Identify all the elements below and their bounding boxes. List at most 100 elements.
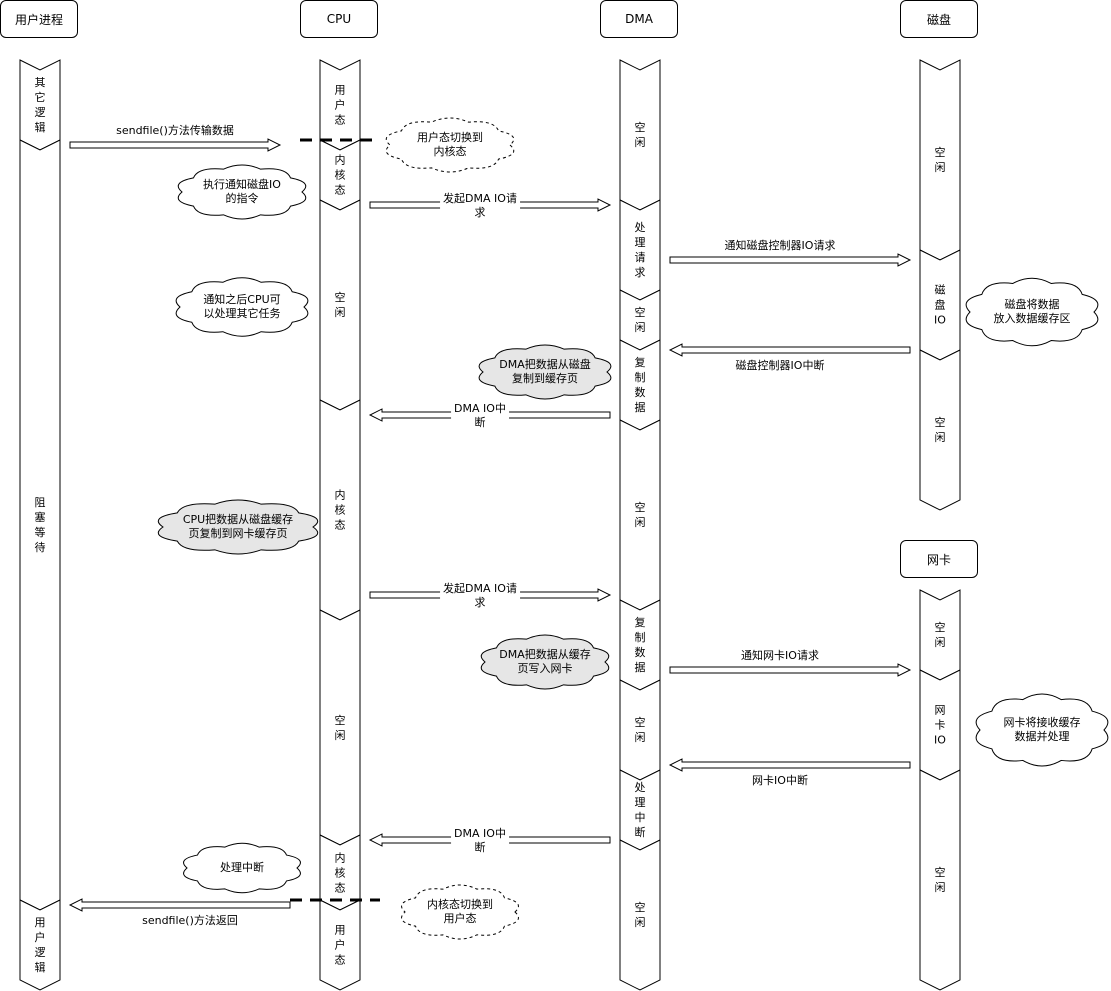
- message-arrow: [668, 343, 911, 357]
- cloud-note-text: 网卡将接收缓存数据并处理: [1004, 716, 1081, 744]
- segment-label-char: 理: [634, 236, 646, 249]
- arrow-label-line: 通知磁盘控制器IO请求: [724, 239, 836, 252]
- segment-label-char: 阻: [34, 496, 46, 509]
- segment-label-char: 闲: [934, 636, 946, 649]
- lane-header-disk: 磁盘: [900, 0, 978, 38]
- segment-label: 空闲: [920, 620, 960, 650]
- segment-label-char: 闲: [934, 881, 946, 894]
- segment-label-char: 空: [634, 501, 646, 514]
- segment-label: 其它逻辑: [20, 75, 60, 135]
- cloud-note-text: 磁盘将数据放入数据缓存区: [994, 298, 1071, 326]
- segment-label-char: 闲: [634, 916, 646, 929]
- segment-label: 复制数据: [620, 355, 660, 415]
- arrow-label: 发起DMA IO请求: [440, 582, 520, 610]
- segment-label-char: 制: [634, 631, 646, 644]
- arrow-label: 发起DMA IO请求: [440, 192, 520, 220]
- arrow-label-line: 通知网卡IO请求: [741, 649, 819, 662]
- cloud-note-line: 磁盘将数据: [1004, 298, 1060, 311]
- arrow-label-line: 发起DMA IO请: [443, 192, 517, 205]
- segment-label-char: 塞: [34, 511, 46, 524]
- segment-label-char: 辑: [34, 961, 46, 974]
- segment-label-char: 断: [634, 826, 646, 839]
- arrow-label: 磁盘控制器IO中断: [732, 359, 828, 373]
- arrow-label: DMA IO中断: [451, 827, 509, 855]
- segment-label-char: 态: [334, 518, 346, 532]
- lane-segment-dma: [619, 839, 661, 991]
- segment-label-char: 据: [634, 401, 646, 414]
- segment-label-char: 户: [334, 938, 346, 952]
- message-arrow: [68, 898, 291, 912]
- segment-label-char: 中: [634, 811, 646, 824]
- segment-label-char: 辑: [34, 121, 46, 134]
- segment-label-char: 数: [634, 386, 646, 399]
- segment-label-char: 空: [934, 866, 946, 879]
- segment-label-char: 盘: [934, 298, 946, 312]
- segment-label: 复制数据: [620, 615, 660, 675]
- segment-label-char: 内: [334, 153, 346, 167]
- segment-label-char: 空: [634, 121, 646, 134]
- cloud-note-line: 复制到缓存页: [512, 372, 578, 385]
- segment-label: 空闲: [920, 145, 960, 175]
- segment-label-char: 等: [34, 526, 46, 539]
- segment-label: 空闲: [620, 500, 660, 530]
- segment-label-char: 处: [634, 781, 646, 794]
- arrow-label-line: 网卡IO中断: [752, 774, 808, 787]
- cloud-note: [478, 344, 612, 400]
- segment-label-char: 空: [634, 306, 646, 319]
- cloud-note-text: CPU把数据从磁盘缓存页复制到网卡缓存页: [183, 513, 293, 541]
- segment-label-char: 制: [634, 371, 646, 384]
- segment-label-char: 数: [634, 646, 646, 659]
- cloud-note: [183, 842, 301, 894]
- segment-label-char: 用: [334, 83, 346, 97]
- cloud-note: [175, 277, 309, 337]
- lane-segment-nic: [919, 769, 961, 991]
- lane-segment-disk: [919, 349, 961, 511]
- segment-label-char: 态: [334, 113, 346, 127]
- segment-label-char: 闲: [334, 306, 346, 319]
- message-arrow: [668, 758, 911, 772]
- cloud-note-line: CPU把数据从磁盘缓存: [182, 513, 294, 526]
- segment-label-char: 用: [334, 923, 346, 937]
- cloud-note-line: 放入数据缓存区: [993, 312, 1071, 325]
- arrow-label-line: 断: [474, 841, 486, 854]
- lane-header-user: 用户进程: [0, 0, 78, 38]
- segment-label: 用户态: [320, 83, 360, 128]
- segment-label-char: 态: [334, 183, 346, 197]
- cloud-note-line: DMA把数据从缓存: [499, 648, 591, 661]
- segment-label-char: 待: [34, 541, 46, 554]
- segment-label-char: 核: [334, 168, 346, 182]
- message-arrow: [669, 253, 912, 267]
- segment-label-char: 复: [634, 356, 646, 369]
- segment-label-char: 网: [934, 703, 946, 717]
- cloud-note-text: 内核态切换到用户态: [427, 898, 493, 926]
- segment-label-char: 求: [634, 266, 646, 279]
- segment-label: 空闲: [620, 120, 660, 150]
- arrow-label: sendfile()方法传输数据: [113, 124, 237, 138]
- cloud-note-line: 内核态切换到: [427, 898, 493, 911]
- cloud-note: [157, 499, 319, 555]
- segment-label-char: 户: [334, 98, 346, 112]
- segment-label-char: 闲: [634, 321, 646, 334]
- segment-label-char: 闲: [634, 136, 646, 149]
- cloud-note: [480, 634, 610, 690]
- arrow-label: DMA IO中断: [451, 402, 509, 430]
- segment-label-char: 闲: [934, 161, 946, 174]
- segment-label-char: 卡: [934, 718, 946, 732]
- segment-label-char: 处: [634, 221, 646, 234]
- arrow-label-line: 求: [474, 596, 486, 609]
- segment-label-char: 逻: [34, 106, 46, 119]
- segment-label-char: 核: [334, 866, 346, 879]
- segment-label-char: 据: [634, 661, 646, 674]
- segment-label: 空闲: [320, 713, 360, 743]
- cloud-note-line: 内核态: [433, 145, 467, 158]
- cloud-note-line: 网卡将接收缓存: [1003, 716, 1081, 729]
- arrow-label: 网卡IO中断: [749, 774, 811, 788]
- cloud-note-line: DMA把数据从磁盘: [499, 358, 591, 371]
- segment-label-char: 其: [34, 76, 46, 89]
- message-arrow: [669, 663, 912, 677]
- segment-label-char: 逻: [34, 946, 46, 959]
- segment-label-char: 闲: [634, 731, 646, 744]
- cloud-note: [385, 117, 515, 173]
- segment-label: 空闲: [320, 290, 360, 320]
